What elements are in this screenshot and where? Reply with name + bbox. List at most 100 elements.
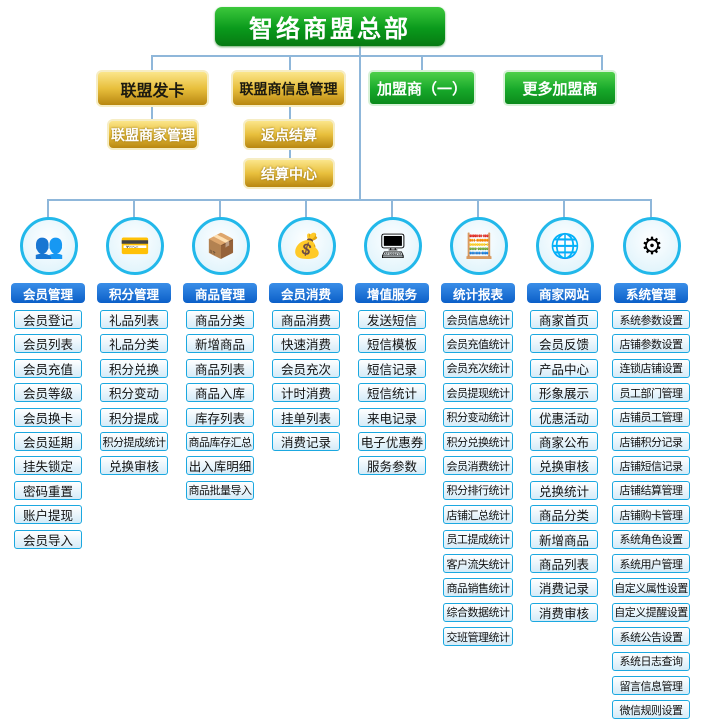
menu-item[interactable]: 商品分类 [186, 310, 254, 329]
credit-card-icon[interactable]: 💳 [106, 217, 164, 275]
menu-item[interactable]: 商家首页 [530, 310, 598, 329]
menu-item[interactable]: 积分变动统计 [443, 407, 513, 427]
menu-item[interactable]: 兑换统计 [530, 480, 598, 500]
menu-item[interactable]: 会员反馈 [530, 334, 598, 354]
menu-item[interactable]: 商品列表 [186, 358, 254, 378]
menu-item[interactable]: 员工提成统计 [443, 529, 513, 549]
module-header[interactable]: 统计报表 [441, 283, 515, 303]
module-header[interactable]: 商品管理 [183, 283, 257, 303]
alliance-merchant-management-button[interactable]: 联盟商家管理 [107, 119, 199, 150]
menu-item[interactable]: 账户提现 [14, 505, 82, 525]
menu-item[interactable]: 店铺积分记录 [612, 432, 690, 451]
menu-item[interactable]: 兑换审核 [100, 456, 168, 476]
settlement-center-button[interactable]: 结算中心 [243, 158, 335, 189]
menu-item[interactable]: 会员登记 [14, 310, 82, 329]
menu-item[interactable]: 商品消费 [272, 310, 340, 329]
module-header[interactable]: 会员消费 [269, 283, 343, 303]
menu-item[interactable]: 挂单列表 [272, 407, 340, 427]
alliance-card-issue-button[interactable]: 联盟发卡 [96, 70, 209, 107]
menu-item[interactable]: 系统用户管理 [612, 554, 690, 573]
menu-item[interactable]: 礼品分类 [100, 334, 168, 354]
menu-item[interactable]: 店铺短信记录 [612, 456, 690, 476]
module-header[interactable]: 商家网站 [527, 283, 601, 303]
module-header[interactable]: 系统管理 [614, 283, 688, 303]
menu-item[interactable]: 新增商品 [530, 529, 598, 549]
menu-item[interactable]: 会员导入 [14, 529, 82, 549]
menu-item[interactable]: 交班管理统计 [443, 627, 513, 647]
menu-item[interactable]: 积分提成统计 [100, 432, 168, 451]
menu-item[interactable]: 来电记录 [358, 407, 426, 427]
menu-item[interactable]: 消费记录 [272, 432, 340, 451]
menu-item[interactable]: 出入库明细 [186, 456, 254, 476]
headquarters-title[interactable]: 智络商盟总部 [215, 7, 445, 46]
members-icon[interactable]: 👥 [20, 217, 78, 275]
menu-item[interactable]: 积分兑换统计 [443, 432, 513, 451]
menu-item[interactable]: 店铺购卡管理 [612, 505, 690, 525]
rebate-settlement-button[interactable]: 返点结算 [243, 119, 335, 150]
menu-item[interactable]: 积分变动 [100, 383, 168, 403]
menu-item[interactable]: 商品列表 [530, 554, 598, 573]
menu-item[interactable]: 商品批量导入 [186, 480, 254, 500]
menu-item[interactable]: 会员延期 [14, 432, 82, 451]
menu-item[interactable]: 微信规则设置 [612, 700, 690, 720]
coins-icon[interactable]: 💰 [278, 217, 336, 275]
menu-item[interactable]: 发送短信 [358, 310, 426, 329]
menu-item[interactable]: 短信记录 [358, 358, 426, 378]
menu-item[interactable]: 电子优惠券 [358, 432, 426, 451]
module-header[interactable]: 增值服务 [355, 283, 429, 303]
monitor-chart-icon[interactable]: 🖥 [364, 217, 422, 275]
menu-item[interactable]: 员工部门管理 [612, 383, 690, 403]
website-icon[interactable]: 🌐 [536, 217, 594, 275]
menu-item[interactable]: 自定义提醒设置 [612, 602, 690, 622]
menu-item[interactable]: 商家公布 [530, 432, 598, 451]
menu-item[interactable]: 店铺结算管理 [612, 480, 690, 500]
franchisee-one-button[interactable]: 加盟商（一） [368, 70, 476, 106]
menu-item[interactable]: 积分提成 [100, 407, 168, 427]
menu-item[interactable]: 新增商品 [186, 334, 254, 354]
menu-item[interactable]: 密码重置 [14, 480, 82, 500]
goods-box-icon[interactable]: 📦 [192, 217, 250, 275]
menu-item[interactable]: 会员消费统计 [443, 456, 513, 476]
menu-item[interactable]: 系统参数设置 [612, 310, 690, 329]
calculator-report-icon[interactable]: 🧮 [450, 217, 508, 275]
menu-item[interactable]: 会员充值 [14, 358, 82, 378]
menu-item[interactable]: 消费记录 [530, 578, 598, 598]
menu-item[interactable]: 积分兑换 [100, 358, 168, 378]
menu-item[interactable]: 消费审核 [530, 602, 598, 622]
menu-item[interactable]: 连锁店铺设置 [612, 358, 690, 378]
menu-item[interactable]: 商品分类 [530, 505, 598, 525]
alliance-merchant-info-button[interactable]: 联盟商信息管理 [231, 70, 346, 107]
menu-item[interactable]: 店铺员工管理 [612, 407, 690, 427]
menu-item[interactable]: 商品库存汇总 [186, 432, 254, 451]
module-header[interactable]: 会员管理 [11, 283, 85, 303]
more-franchisees-button[interactable]: 更多加盟商 [503, 70, 617, 106]
menu-item[interactable]: 商品销售统计 [443, 578, 513, 598]
menu-item[interactable]: 优惠活动 [530, 407, 598, 427]
menu-item[interactable]: 系统公告设置 [612, 627, 690, 647]
menu-item[interactable]: 短信统计 [358, 383, 426, 403]
menu-item[interactable]: 形象展示 [530, 383, 598, 403]
menu-item[interactable]: 礼品列表 [100, 310, 168, 329]
menu-item[interactable]: 计时消费 [272, 383, 340, 403]
menu-item[interactable]: 挂失锁定 [14, 456, 82, 476]
menu-item[interactable]: 系统日志查询 [612, 651, 690, 671]
gears-icon[interactable]: ⚙ [623, 217, 681, 275]
module-header[interactable]: 积分管理 [97, 283, 171, 303]
menu-item[interactable]: 短信模板 [358, 334, 426, 354]
menu-item[interactable]: 会员信息统计 [443, 310, 513, 329]
menu-item[interactable]: 快速消费 [272, 334, 340, 354]
menu-item[interactable]: 综合数据统计 [443, 602, 513, 622]
menu-item[interactable]: 产品中心 [530, 358, 598, 378]
menu-item[interactable]: 会员等级 [14, 383, 82, 403]
menu-item[interactable]: 会员提现统计 [443, 383, 513, 403]
menu-item[interactable]: 兑换审核 [530, 456, 598, 476]
menu-item[interactable]: 会员列表 [14, 334, 82, 354]
menu-item[interactable]: 店铺汇总统计 [443, 505, 513, 525]
menu-item[interactable]: 会员充值统计 [443, 334, 513, 354]
menu-item[interactable]: 客户流失统计 [443, 554, 513, 573]
menu-item[interactable]: 商品入库 [186, 383, 254, 403]
menu-item[interactable]: 自定义属性设置 [612, 578, 690, 598]
menu-item[interactable]: 积分排行统计 [443, 480, 513, 500]
menu-item[interactable]: 库存列表 [186, 407, 254, 427]
menu-item[interactable]: 店铺参数设置 [612, 334, 690, 354]
